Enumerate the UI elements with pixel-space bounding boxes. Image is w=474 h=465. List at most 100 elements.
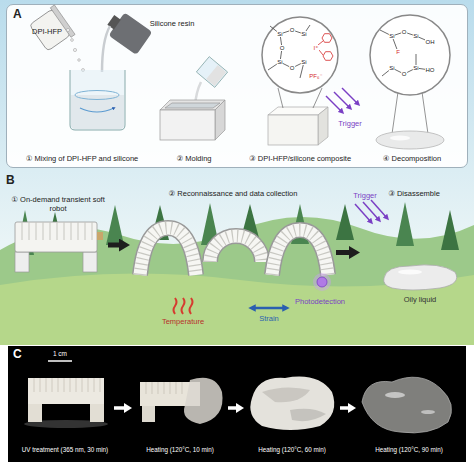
atom-label: I⁺ xyxy=(313,45,319,51)
composite-block xyxy=(268,115,318,145)
soft-robot xyxy=(22,222,92,240)
tree xyxy=(46,212,64,250)
siloxane-bond xyxy=(416,68,430,70)
atom-label: O xyxy=(289,27,295,33)
siloxane-bond xyxy=(404,32,416,36)
bending-robot xyxy=(272,230,328,275)
photo-caption: Heating (120°C, 90 min) xyxy=(375,446,443,453)
robot-photo xyxy=(24,378,108,428)
tree xyxy=(106,205,124,245)
step-caption: ② Molding xyxy=(176,155,211,164)
tree xyxy=(16,210,34,255)
bending-robot xyxy=(140,228,196,275)
robot-photo xyxy=(262,387,310,402)
siloxane-bond xyxy=(292,62,304,68)
photo-frame: Heating (120°C, 90 min) xyxy=(356,360,462,456)
trigger-arrow xyxy=(355,200,387,222)
atom-label: HO xyxy=(425,67,435,73)
photo-sensor xyxy=(313,273,331,291)
robot-photo xyxy=(24,420,108,428)
tree xyxy=(151,205,169,240)
photo-frame: UV treatment (365 nm, 30 min) xyxy=(16,360,114,456)
siloxane-bond xyxy=(280,48,282,62)
dpi-hfp-jar xyxy=(28,5,75,53)
siloxane-bond xyxy=(300,62,304,78)
atom-label: Si xyxy=(413,65,419,71)
step-caption: ① Mixing of DPI-HFP and silicone xyxy=(26,155,138,164)
photo-caption: UV treatment (365 nm, 30 min) xyxy=(22,446,108,453)
oily-puddle xyxy=(398,270,422,275)
siloxane-bond xyxy=(280,30,292,34)
robot-photo xyxy=(184,378,223,424)
flow-arrow xyxy=(340,406,348,410)
silicone-bottle xyxy=(107,15,120,29)
tree xyxy=(441,210,459,250)
pour-beaker xyxy=(196,57,227,88)
sky xyxy=(0,0,474,345)
mold-block xyxy=(160,100,225,110)
robot-photo xyxy=(146,382,182,394)
tree xyxy=(241,204,259,238)
siloxane-bond xyxy=(392,32,404,36)
sensing-label: Photodetection xyxy=(295,298,345,306)
atom-label: Si xyxy=(389,65,395,71)
siloxane-bond xyxy=(416,36,430,42)
panel: CUV treatment (365 nm, 30 min)Heating (1… xyxy=(8,346,466,462)
trigger-arrow xyxy=(342,88,358,104)
silicone-bottle xyxy=(109,13,153,55)
siloxane-bond xyxy=(392,68,404,74)
mixing-beaker xyxy=(70,70,125,130)
zoom-line xyxy=(313,88,322,108)
step-group: ① Mixing of DPI-HFP and silicone xyxy=(12,14,152,164)
pour-beaker xyxy=(206,65,226,86)
step-group: ② Molding xyxy=(154,14,234,164)
trigger-label: Trigger xyxy=(353,192,376,200)
reagent-label: Silicone resin xyxy=(150,20,195,28)
near-ground xyxy=(0,274,474,345)
iodonium-structure xyxy=(323,52,333,61)
atom-label: Si xyxy=(413,33,419,39)
tree xyxy=(336,204,354,240)
tree xyxy=(16,202,459,255)
tree xyxy=(201,203,219,245)
robot-photo xyxy=(90,404,104,422)
soft-robot xyxy=(97,232,103,240)
robot-photo xyxy=(142,406,155,422)
step-caption: ④ Decomposition xyxy=(383,155,441,164)
powder-stream xyxy=(82,69,85,72)
silicone-bottle xyxy=(103,8,153,54)
oily-puddle xyxy=(376,131,444,149)
stage-caption: ③ Disassemble xyxy=(388,190,440,199)
zoom-line xyxy=(278,88,428,134)
siloxane-bond xyxy=(380,30,430,76)
connector-group xyxy=(108,245,349,408)
mold-block xyxy=(160,100,225,140)
siloxane-bond xyxy=(304,25,310,34)
bending-robot xyxy=(272,230,328,275)
robot-photo xyxy=(362,377,452,433)
siloxane-bond xyxy=(404,68,416,74)
atom-label: O xyxy=(289,65,295,71)
scale-bar xyxy=(48,360,72,362)
siloxane-bond xyxy=(268,25,310,78)
powder-stream xyxy=(66,28,84,71)
siloxane-bond xyxy=(392,36,398,52)
zoom-circle xyxy=(262,17,338,93)
heat-symbol xyxy=(174,298,177,314)
composite-block xyxy=(268,107,328,115)
panel: B① On-demand transient soft robot② Recon… xyxy=(0,170,474,346)
bending-robot xyxy=(140,228,196,275)
bending-robot xyxy=(140,228,196,275)
photo-sensor xyxy=(317,277,327,287)
composite-block xyxy=(318,107,328,145)
mold-block xyxy=(215,100,225,140)
panel-label: B xyxy=(6,174,15,186)
zoom-line xyxy=(422,92,428,134)
robot-photo xyxy=(290,409,326,421)
dpi-hfp-jar xyxy=(29,9,70,51)
heat-symbol xyxy=(174,298,193,314)
